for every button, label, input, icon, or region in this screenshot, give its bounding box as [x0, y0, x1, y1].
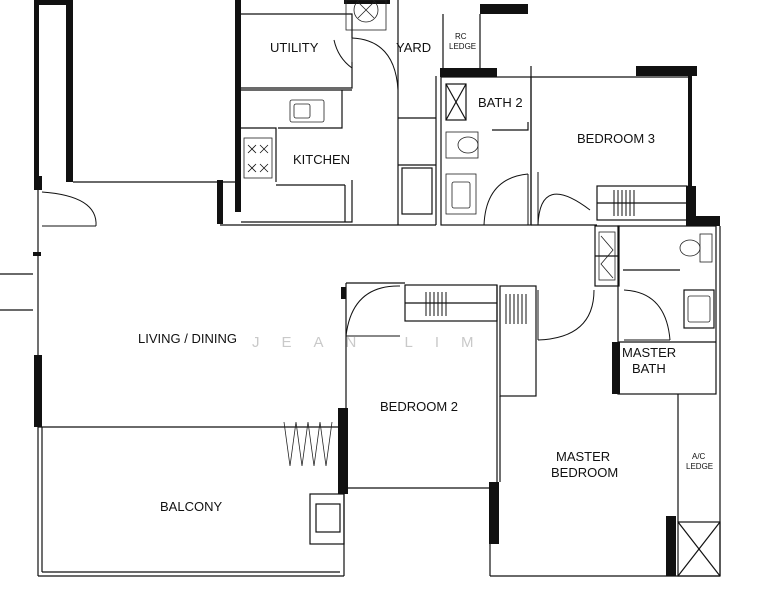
label-balcony: BALCONY — [160, 499, 222, 514]
label-yard: YARD — [396, 40, 431, 55]
label-ac-ledge-2: LEDGE — [686, 462, 713, 471]
label-bedroom2: BEDROOM 2 — [380, 399, 458, 414]
label-kitchen: KITCHEN — [293, 152, 350, 167]
fixtures — [243, 0, 713, 323]
label-master-bedroom-2: BEDROOM — [551, 465, 618, 480]
watermark: JEAN LIM — [252, 334, 496, 351]
label-master-bedroom-1: MASTER — [556, 449, 610, 464]
door-swings — [41, 37, 671, 341]
balcony-hangers — [283, 421, 333, 467]
label-bath2: BATH 2 — [478, 95, 523, 110]
label-utility: UTILITY — [270, 40, 319, 55]
room-labels: UTILITY YARD RC LEDGE BATH 2 BEDROOM 3 K… — [138, 32, 713, 514]
wardrobe-hangers — [425, 190, 635, 324]
thin-walls — [0, 0, 721, 577]
label-master-bath-2: BATH — [632, 361, 666, 376]
label-master-bath-1: MASTER — [622, 345, 676, 360]
thick-walls — [33, 0, 720, 576]
label-living-dining: LIVING / DINING — [138, 331, 237, 346]
label-rc-ledge-1: RC — [455, 32, 467, 41]
label-ac-ledge-1: A/C — [692, 452, 706, 461]
label-rc-ledge-2: LEDGE — [449, 42, 476, 51]
label-bedroom3: BEDROOM 3 — [577, 131, 655, 146]
